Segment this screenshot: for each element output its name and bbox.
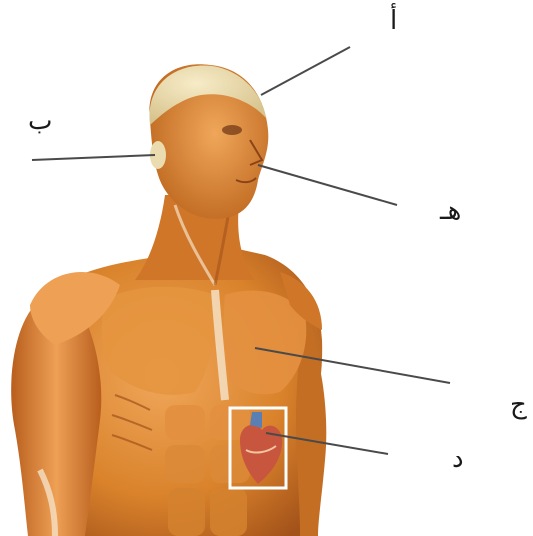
label-j: ج [510,392,527,418]
label-h: هـ [440,198,461,224]
leader-line-b [32,155,155,160]
label-d: د [452,446,464,472]
leader-line-h [258,165,397,205]
label-a: أ [390,8,397,34]
label-b: ب [28,108,52,134]
leader-line-a [261,47,350,95]
